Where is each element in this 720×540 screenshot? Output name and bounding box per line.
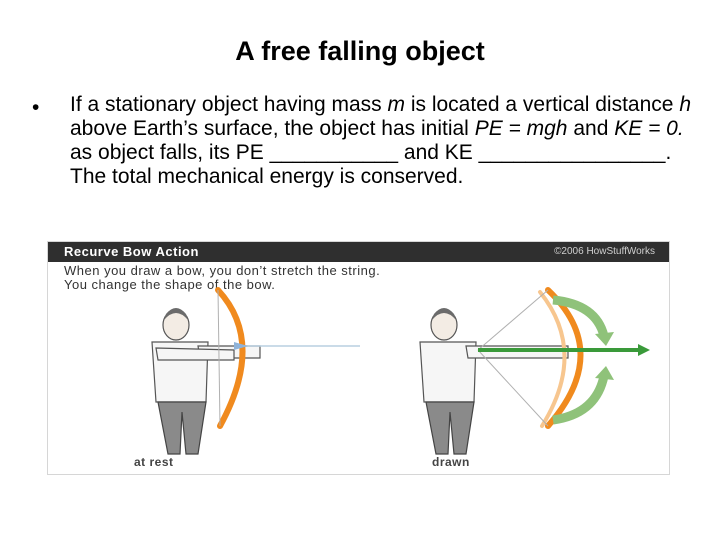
rotation-arrow-bottom xyxy=(552,374,609,425)
text-part: is located a vertical distance xyxy=(405,93,680,116)
rotation-arrow-top xyxy=(552,295,609,338)
bow-figure: Recurve Bow Action ©2006 HowStuffWorks W… xyxy=(47,241,670,475)
text-part: above Earth’s surface, the object has in… xyxy=(70,117,475,140)
fletching xyxy=(234,342,248,350)
pe-equation: PE = mgh xyxy=(474,117,568,140)
rotation-arrowhead-top xyxy=(595,332,614,346)
archer-drawn xyxy=(419,287,650,455)
bullet-text: If a stationary object having mass m is … xyxy=(70,93,710,189)
text-part: If a stationary object having mass xyxy=(70,93,388,116)
hair xyxy=(432,308,456,320)
text-part: and xyxy=(567,117,615,140)
bow-limb-rest-ghost xyxy=(538,290,567,428)
figure-credit: ©2006 HowStuffWorks xyxy=(554,246,655,257)
label-at-rest: at rest xyxy=(134,455,174,469)
caption-line: When you draw a bow, you don’t stretch t… xyxy=(64,263,381,278)
figure-header: Recurve Bow Action ©2006 HowStuffWorks xyxy=(48,242,669,262)
bow-limb xyxy=(215,287,246,429)
legs xyxy=(157,401,207,455)
archer-illustration xyxy=(151,287,650,455)
figure-caption: When you draw a bow, you don’t stretch t… xyxy=(64,264,380,292)
hair xyxy=(164,308,188,320)
height-variable: h xyxy=(679,93,691,116)
text-part: as object falls, its PE ___________ and … xyxy=(70,141,672,188)
rotation-arrowhead-bottom xyxy=(595,366,614,380)
figure-title: Recurve Bow Action xyxy=(64,244,199,259)
bow-string-upper xyxy=(477,289,549,351)
ke-equation: KE = 0. xyxy=(614,117,684,140)
arrowhead xyxy=(638,344,650,356)
legs xyxy=(425,401,475,455)
label-drawn: drawn xyxy=(432,455,470,469)
bullet-symbol: • xyxy=(32,96,40,119)
draw-arm xyxy=(155,347,235,361)
archer-at-rest xyxy=(151,287,360,455)
bow-string xyxy=(217,289,221,427)
mass-variable: m xyxy=(387,93,406,116)
slide-title: A free falling object xyxy=(235,36,485,66)
bow-string-lower xyxy=(477,349,549,427)
caption-line: You change the shape of the bow. xyxy=(64,277,276,292)
